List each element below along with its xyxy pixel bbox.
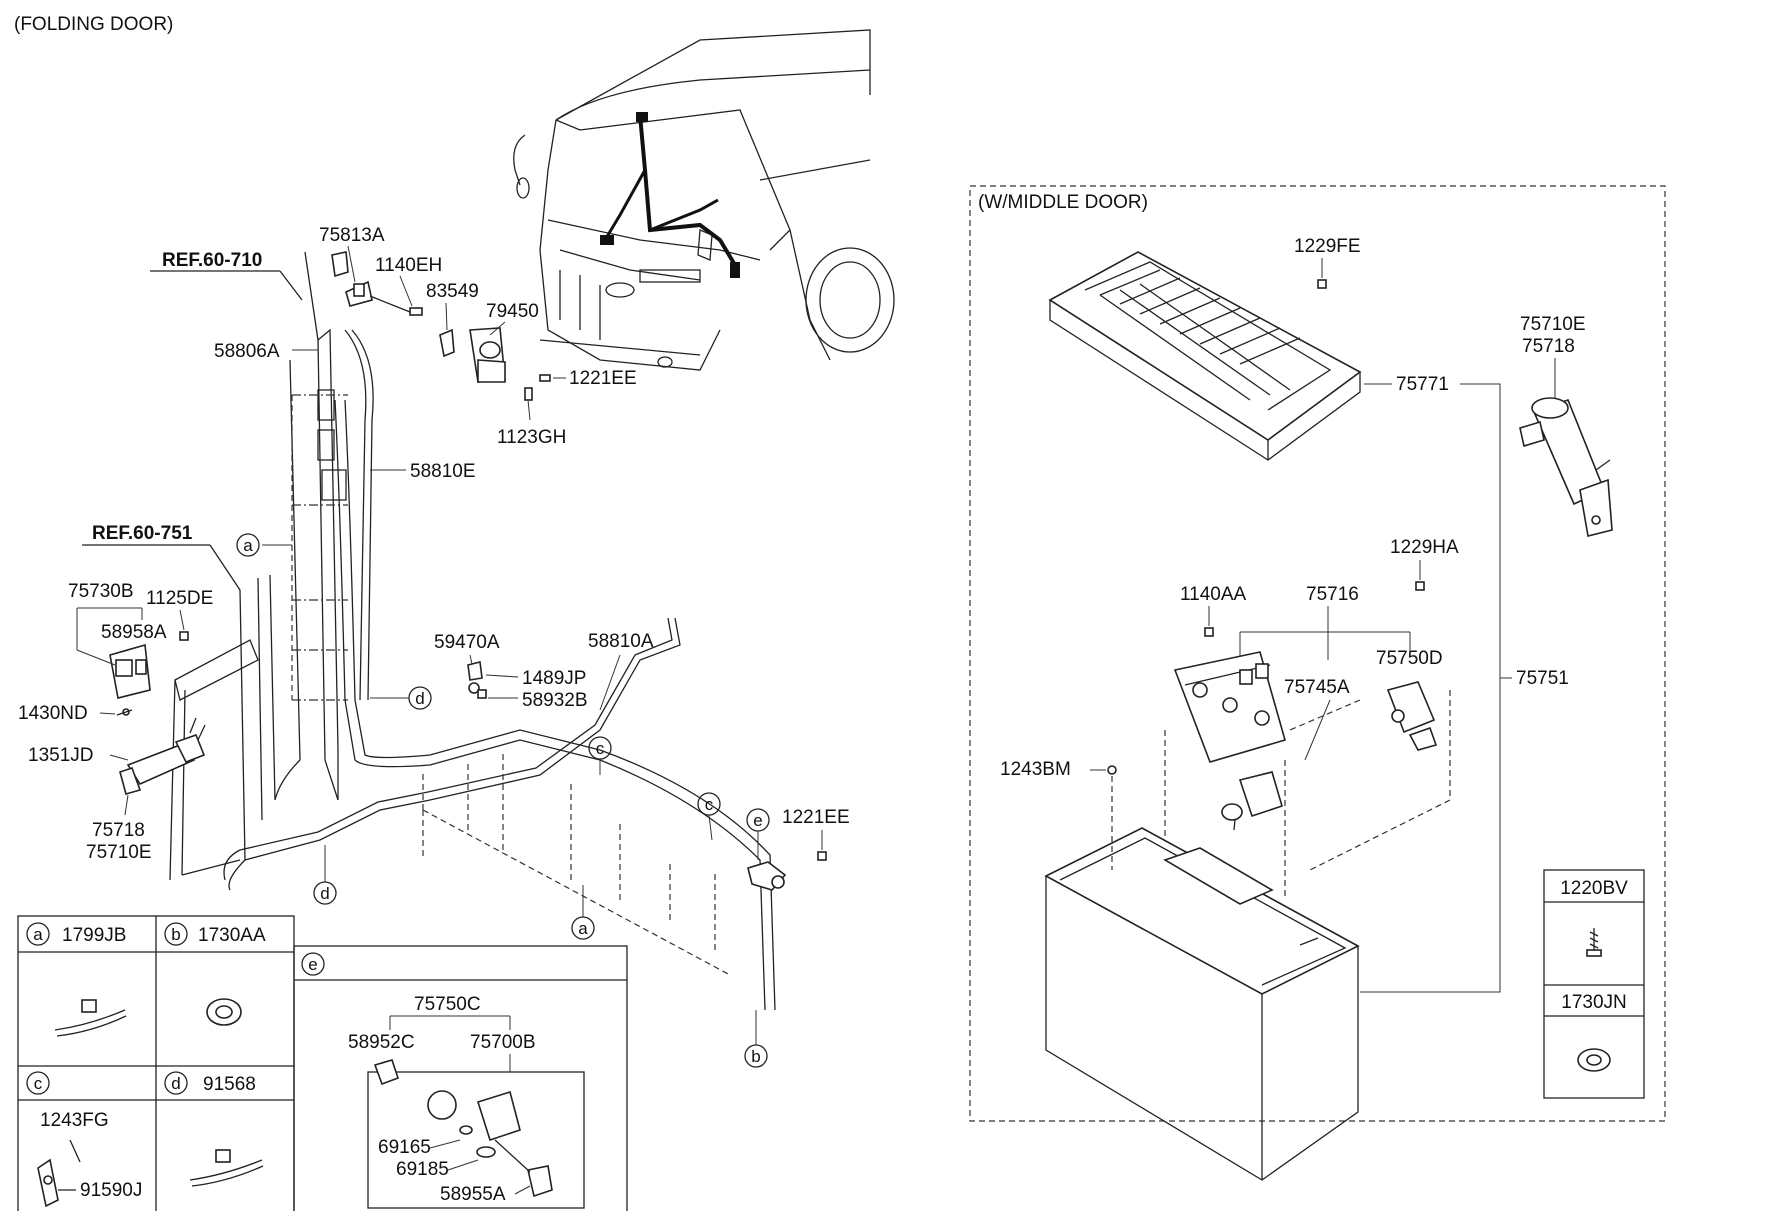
side-table-part-1220bv: 1220BV	[1560, 878, 1628, 899]
valve-75750d	[1386, 681, 1438, 751]
connector-bottom	[747, 851, 827, 891]
label-75813a: 75813A	[319, 225, 385, 246]
label-59470a: 59470A	[434, 632, 500, 653]
label-1243bm: 1243BM	[1000, 759, 1071, 780]
label-1221ee-bottom: 1221EE	[782, 807, 850, 828]
cable-tie-91568-icon	[189, 1149, 264, 1187]
cylinder-75718	[119, 717, 206, 795]
header-middle-door: (W/MIDDLE DOOR)	[978, 192, 1148, 213]
clip-91590j-icon	[37, 1139, 81, 1208]
legend-part-91568: 91568	[203, 1074, 256, 1095]
label-1140eh: 1140EH	[375, 255, 442, 276]
legend-part-91590j: 91590J	[80, 1180, 142, 1201]
cylinder-75710e	[1519, 397, 1613, 537]
callout-c-right: c	[705, 795, 714, 814]
grommet-1730jn-icon	[1577, 1048, 1611, 1072]
label-58932b: 58932B	[522, 690, 588, 711]
label-1229ha: 1229HA	[1390, 537, 1459, 558]
legend-part-75700b: 75700B	[470, 1032, 536, 1053]
label-75751: 75751	[1516, 668, 1569, 689]
valve-75730b	[109, 631, 189, 716]
label-1123gh: 1123GH	[497, 427, 566, 448]
label-58806a: 58806A	[214, 341, 280, 362]
ref-60-751: REF.60-751	[92, 523, 193, 544]
legend-part-69185: 69185	[396, 1159, 449, 1180]
legend-part-58955a: 58955A	[440, 1184, 506, 1205]
side-table	[1543, 869, 1645, 1099]
legend-table	[17, 915, 628, 1211]
valve-manifold-75716	[1173, 651, 1286, 763]
legend-callout-b: b	[171, 925, 180, 944]
legend-callout-a: a	[33, 925, 43, 944]
valve-assembly-75700b-icon	[373, 1059, 553, 1198]
ref-60-710: REF.60-710	[162, 250, 262, 271]
label-75745a: 75745A	[1284, 677, 1350, 698]
label-75730b: 75730B	[68, 581, 134, 602]
door-panel	[169, 574, 301, 881]
header-folding-door: (FOLDING DOOR)	[14, 14, 173, 35]
legend-part-1243fg: 1243FG	[40, 1110, 109, 1131]
label-1351jd: 1351JD	[28, 745, 94, 766]
label-83549: 83549	[426, 281, 479, 302]
label-75710e-left: 75710E	[86, 842, 152, 863]
label-1221ee-top: 1221EE	[569, 368, 637, 389]
harness-leader-grid	[422, 750, 731, 976]
label-1430nd: 1430ND	[18, 703, 88, 724]
callout-b-harness: b	[751, 1047, 760, 1066]
grommet-1730aa-icon	[206, 998, 242, 1026]
label-1125de: 1125DE	[146, 588, 213, 609]
cable-tie-1799jb-icon	[54, 999, 127, 1037]
vehicle-illustration	[513, 29, 895, 371]
label-75716: 75716	[1306, 584, 1359, 605]
step-plate-75771	[1048, 251, 1362, 461]
legend-part-1730aa: 1730AA	[198, 925, 266, 946]
label-75718-right: 75718	[1522, 336, 1575, 357]
valve-75745a	[1221, 771, 1283, 831]
legend-callout-e: e	[308, 955, 317, 974]
label-58810e: 58810E	[410, 461, 476, 482]
callout-a-harness: a	[578, 919, 588, 938]
screw-1220bv-icon	[1586, 928, 1602, 957]
storage-box-75751	[1044, 827, 1360, 1181]
label-58810a: 58810A	[588, 631, 654, 652]
middle-door-frame	[969, 185, 1666, 1122]
legend-part-75750c: 75750C	[414, 994, 481, 1015]
label-1489jp: 1489JP	[522, 668, 586, 689]
side-table-part-1730jn: 1730JN	[1561, 992, 1627, 1013]
legend-part-1799jb: 1799JB	[62, 925, 126, 946]
label-75750d: 75750D	[1376, 648, 1443, 669]
connector-59470a	[467, 661, 487, 699]
callout-c-harness: c	[596, 739, 605, 758]
callout-d-pillar: d	[415, 689, 424, 708]
callout-a-pillar: a	[243, 536, 253, 555]
legend-callout-c: c	[34, 1074, 43, 1093]
label-75771: 75771	[1396, 374, 1449, 395]
label-1140aa: 1140AA	[1180, 584, 1247, 605]
label-79450: 79450	[486, 301, 539, 322]
label-75710e-right: 75710E	[1520, 314, 1586, 335]
door-pillar	[289, 251, 776, 1011]
bracket-79450	[439, 327, 551, 401]
bracket-75813a	[331, 251, 423, 316]
label-75718-left: 75718	[92, 820, 145, 841]
label-58958a: 58958A	[101, 622, 167, 643]
callout-e-harness: e	[753, 811, 762, 830]
callout-d-harness: d	[320, 884, 329, 903]
legend-part-69165: 69165	[378, 1137, 431, 1158]
legend-part-58952c: 58952C	[348, 1032, 415, 1053]
label-1229fe: 1229FE	[1294, 236, 1361, 257]
legend-callout-d: d	[171, 1074, 180, 1093]
